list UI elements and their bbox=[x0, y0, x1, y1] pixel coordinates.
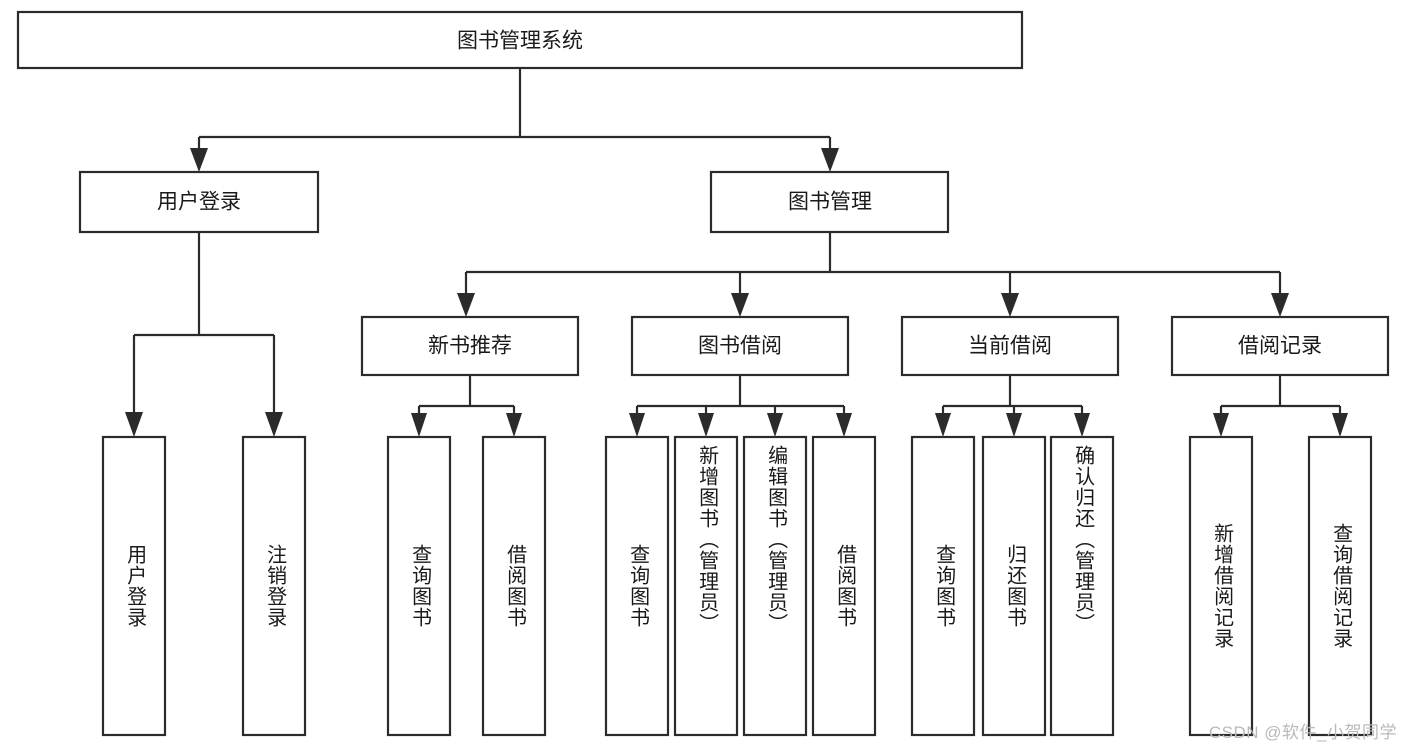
arrow-head-leaf-add-book bbox=[698, 413, 714, 437]
arrow-head-leaf-logout bbox=[265, 412, 283, 437]
node-book-manage[interactable]: 图书管理 bbox=[709, 170, 950, 234]
node-box-new-book-recommend[interactable] bbox=[360, 315, 580, 377]
arrow-head-leaf-edit-book bbox=[767, 413, 783, 437]
node-label-title: 图书管理系统 bbox=[457, 30, 583, 53]
arrow-head-user-login bbox=[190, 148, 208, 172]
arrow-head-leaf-borrow-book-1 bbox=[506, 413, 522, 437]
node-label-book-borrow: 图书借阅 bbox=[698, 335, 782, 358]
arrow-head-leaf-borrow-book-2 bbox=[836, 413, 852, 437]
arrow-head-leaf-add-record bbox=[1213, 413, 1229, 437]
node-new-book-recommend[interactable]: 新书推荐 bbox=[360, 315, 580, 377]
node-label-user-login: 用户登录 bbox=[157, 191, 241, 214]
node-box-borrow-record[interactable] bbox=[1170, 315, 1390, 377]
arrow-head-book-borrow bbox=[731, 293, 749, 317]
node-box-leaf-return-book[interactable] bbox=[981, 435, 1047, 737]
connector-group-book-borrow bbox=[629, 375, 852, 437]
connector-group-root bbox=[190, 68, 839, 172]
node-box-leaf-logout[interactable] bbox=[241, 435, 307, 737]
watermark-text: CSDN @软件_小贺同学 bbox=[1208, 723, 1397, 742]
node-user-login[interactable]: 用户登录 bbox=[78, 170, 320, 234]
node-box-leaf-query-book-1[interactable] bbox=[386, 435, 452, 737]
node-box-book-borrow[interactable] bbox=[630, 315, 850, 377]
node-label-new-book-recommend: 新书推荐 bbox=[428, 335, 512, 358]
arrow-head-current-borrow bbox=[1001, 293, 1019, 317]
node-box-current-borrow[interactable] bbox=[900, 315, 1120, 377]
arrow-head-leaf-confirm-return bbox=[1074, 413, 1090, 437]
node-box-leaf-confirm-return[interactable] bbox=[1049, 435, 1115, 737]
arrow-head-leaf-return-book bbox=[1006, 413, 1022, 437]
connector-group-new-book-recommend bbox=[411, 375, 522, 437]
arrow-head-leaf-query-record bbox=[1332, 413, 1348, 437]
node-box-leaf-add-book[interactable] bbox=[673, 435, 739, 737]
arrow-head-new-book-recommend bbox=[457, 293, 475, 317]
node-box-leaf-user-login[interactable] bbox=[101, 435, 167, 737]
leaf-box-group bbox=[101, 435, 1373, 737]
connector-group-book-manage bbox=[457, 232, 1289, 317]
node-box-leaf-edit-book[interactable] bbox=[742, 435, 808, 737]
arrow-head-leaf-query-book-1 bbox=[411, 413, 427, 437]
connector-group-user-login bbox=[125, 232, 283, 437]
node-label-current-borrow: 当前借阅 bbox=[968, 335, 1052, 358]
arrow-head-leaf-query-book-3 bbox=[935, 413, 951, 437]
node-box-leaf-borrow-book-1[interactable] bbox=[481, 435, 547, 737]
connector-group-borrow-record bbox=[1213, 375, 1348, 437]
node-box-user-login[interactable] bbox=[78, 170, 320, 234]
node-current-borrow[interactable]: 当前借阅 bbox=[900, 315, 1120, 377]
node-box-leaf-query-book-2[interactable] bbox=[604, 435, 670, 737]
node-box-leaf-query-record[interactable] bbox=[1307, 435, 1373, 737]
arrow-head-borrow-record bbox=[1271, 293, 1289, 317]
node-borrow-record[interactable]: 借阅记录 bbox=[1170, 315, 1390, 377]
arrow-head-book-manage bbox=[821, 148, 839, 172]
node-label-book-manage: 图书管理 bbox=[788, 191, 872, 214]
node-title[interactable]: 图书管理系统 bbox=[16, 10, 1024, 70]
node-label-borrow-record: 借阅记录 bbox=[1238, 335, 1322, 358]
node-box-book-manage[interactable] bbox=[709, 170, 950, 234]
arrow-head-leaf-query-book-2 bbox=[629, 413, 645, 437]
node-book-borrow[interactable]: 图书借阅 bbox=[630, 315, 850, 377]
connector-group-current-borrow bbox=[935, 375, 1090, 437]
node-box-leaf-query-book-3[interactable] bbox=[910, 435, 976, 737]
node-box-title[interactable] bbox=[16, 10, 1024, 70]
node-box-leaf-add-record[interactable] bbox=[1188, 435, 1254, 737]
node-box-leaf-borrow-book-2[interactable] bbox=[811, 435, 877, 737]
arrow-head-leaf-user-login bbox=[125, 412, 143, 437]
